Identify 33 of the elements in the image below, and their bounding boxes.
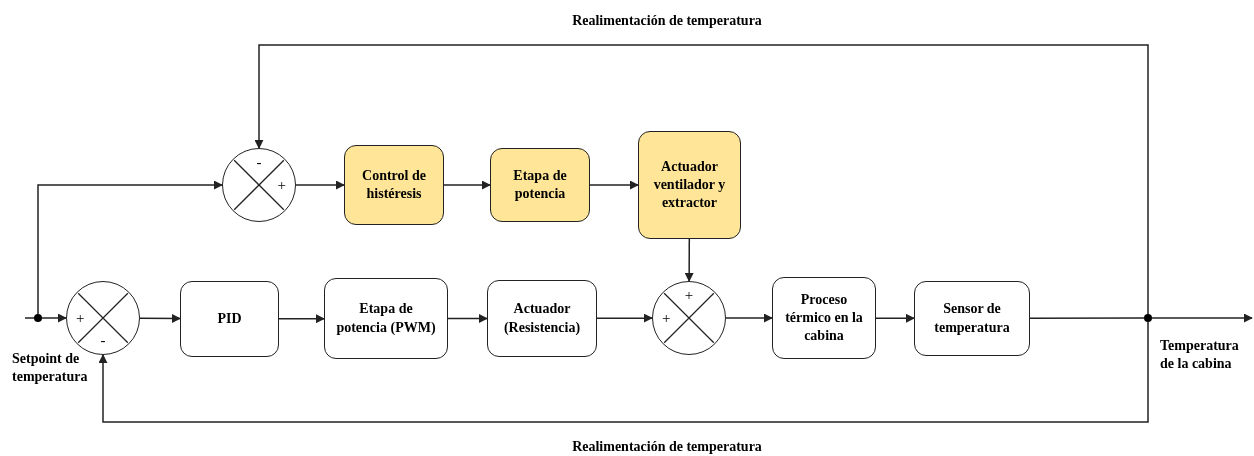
block-label: Proceso térmico en la cabina <box>784 290 864 346</box>
arrow <box>589 180 639 190</box>
arrow <box>875 313 915 323</box>
arrow <box>684 238 694 282</box>
process-box <box>344 145 444 225</box>
process-box <box>490 148 590 222</box>
arrow <box>596 313 653 323</box>
arrow <box>447 314 488 323</box>
process-box <box>914 281 1030 356</box>
process-box <box>772 277 876 359</box>
arrow <box>37 180 223 315</box>
block-label: Actuador ventilador y extractor <box>652 157 727 213</box>
block-label: Actuador (Resistencia) <box>502 300 582 337</box>
arrow <box>1151 313 1253 323</box>
signal-label: Temperatura de la cabina <box>1160 337 1240 374</box>
block-label: PID <box>217 309 242 328</box>
block-label: Control de histéresis <box>361 166 427 203</box>
arrow <box>295 180 345 190</box>
process-box <box>487 280 597 357</box>
arrow <box>98 321 1149 423</box>
arrow <box>254 44 1149 315</box>
arrow <box>725 313 773 323</box>
arrow <box>139 314 181 324</box>
process-box <box>180 281 279 357</box>
block-label: Etapa de potencia <box>512 166 568 203</box>
arrow <box>278 314 325 324</box>
process-box <box>324 278 448 359</box>
block-label: Sensor de temperatura <box>933 300 1011 337</box>
arrow <box>41 313 67 323</box>
signal-label: Setpoint de temperatura <box>12 350 89 387</box>
process-box <box>638 131 741 239</box>
arrow <box>443 180 491 190</box>
block-label: Etapa de potencia (PWM) <box>335 300 437 337</box>
